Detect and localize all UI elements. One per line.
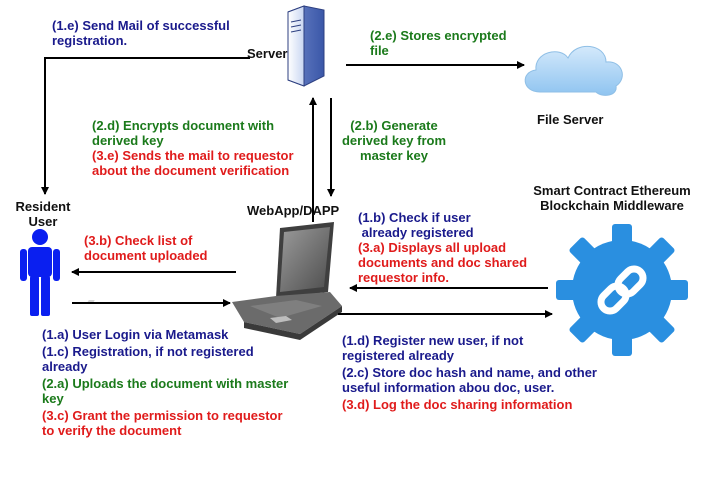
label-step-2a: (2.a) Uploads the document with master k… xyxy=(42,376,289,406)
server-tower-icon xyxy=(287,5,325,87)
cloud-icon xyxy=(524,45,623,96)
arrows xyxy=(41,57,553,318)
label-step-2c: (2.c) Store doc hash and name, and other… xyxy=(342,365,597,395)
arrow-server-to-user xyxy=(41,57,250,195)
label-step-1e: (1.e) Send Mail of successful registrati… xyxy=(52,18,230,48)
server-name: Server xyxy=(247,46,288,61)
label-step-2e: (2.e) Stores encrypted file xyxy=(370,28,507,58)
label-step-3b: (3.b) Check list of document uploaded xyxy=(84,233,208,263)
smart-contract-name: Smart Contract Ethereum Blockchain Middl… xyxy=(533,183,691,213)
gear-chain-icon xyxy=(556,224,688,356)
label-step-1a: (1.a) User Login via Metamask xyxy=(42,327,229,342)
label-step-3a: (3.a) Displays all upload documents and … xyxy=(358,240,528,285)
label-step-3c: (3.c) Grant the permission to requestor … xyxy=(42,408,283,438)
label-step-2b: (2.b) Generate derived key from master k… xyxy=(341,118,447,163)
laptop-icon xyxy=(87,222,342,340)
webapp-name: WebApp/DAPP xyxy=(247,203,340,218)
label-step-2d: (2.d) Encrypts document with derived key xyxy=(92,118,275,148)
label-step-3d: (3.d) Log the doc sharing information xyxy=(342,397,573,412)
label-step-1c: (1.c) Registration, if not registered al… xyxy=(42,344,254,374)
label-step-1d: (1.d) Register new user, if not register… xyxy=(342,333,524,363)
label-step-3e: (3.e) Sends the mail to requestor about … xyxy=(92,148,294,178)
file-server-name: File Server xyxy=(537,112,604,127)
person-icon xyxy=(20,229,60,316)
resident-user-name: Resident User xyxy=(15,199,71,229)
label-step-1b: (1.b) Check if user already registered xyxy=(358,210,474,240)
